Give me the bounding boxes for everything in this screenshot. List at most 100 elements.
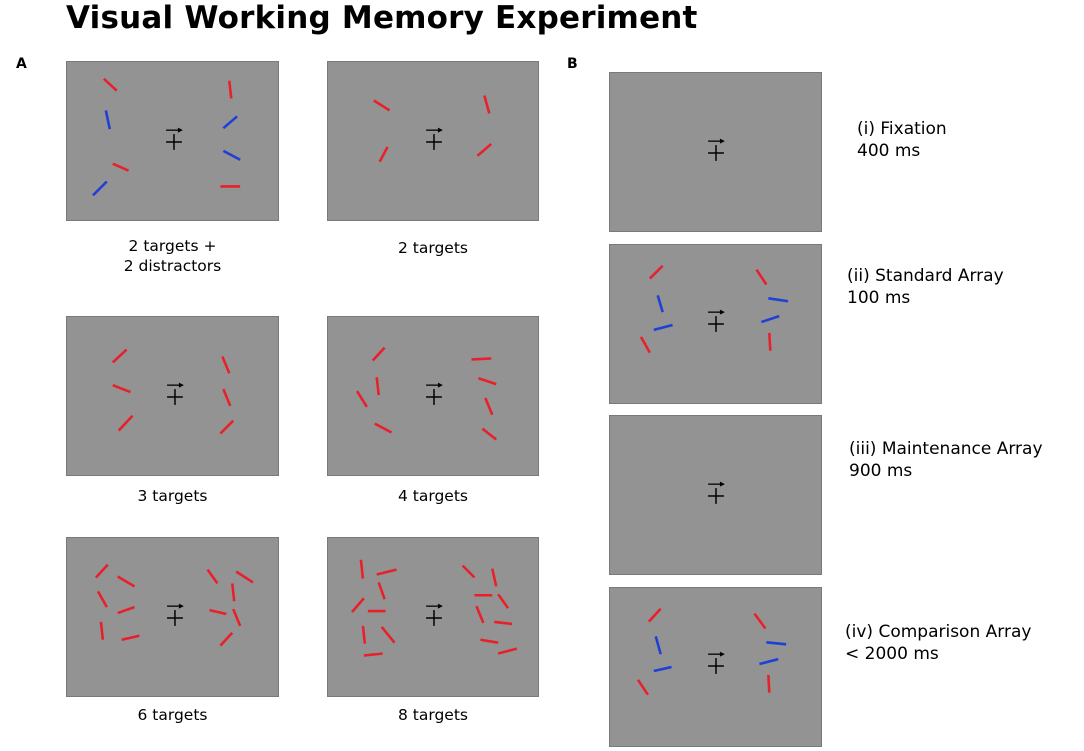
step-name: (iv) Comparison Array xyxy=(845,622,1032,642)
distractor-bar xyxy=(766,641,787,646)
cue-arrow-head-icon xyxy=(178,603,184,609)
panel-b-label: B xyxy=(567,56,578,72)
target-bar xyxy=(373,99,391,112)
target-bar xyxy=(497,593,510,609)
distractor-bar xyxy=(92,180,108,197)
target-bar xyxy=(478,377,497,386)
target-bar xyxy=(228,80,233,99)
target-bar xyxy=(111,348,128,364)
stimulus-svg xyxy=(708,481,725,504)
distractor-bar xyxy=(768,297,789,303)
caption-line: 4 targets xyxy=(398,487,468,505)
step-b4-label: (iv) Comparison Array < 2000 ms xyxy=(845,621,1031,665)
target-bar xyxy=(483,95,491,114)
step-b3-label: (iii) Maintenance Array 900 ms xyxy=(849,438,1043,482)
target-bar xyxy=(767,674,771,693)
stimulus-svg xyxy=(373,95,493,163)
target-bar xyxy=(117,575,136,588)
target-bar xyxy=(363,652,383,657)
screen-a5 xyxy=(66,537,279,697)
figure-title: Visual Working Memory Experiment xyxy=(66,0,698,36)
caption-a4: 4 targets xyxy=(327,486,539,506)
step-duration: 900 ms xyxy=(849,461,913,481)
cue-arrow-head-icon xyxy=(719,481,725,487)
caption-a1: 2 targets + 2 distractors xyxy=(66,236,279,276)
caption-a2: 2 targets xyxy=(327,238,539,258)
target-bar xyxy=(361,625,367,644)
caption-line: 2 targets + xyxy=(128,237,217,255)
target-bar xyxy=(206,568,219,585)
target-bar xyxy=(753,612,767,630)
target-bar xyxy=(219,631,234,647)
target-bar xyxy=(648,264,664,280)
distractor-bar xyxy=(761,314,780,324)
target-bar xyxy=(351,597,365,613)
distractor-bar xyxy=(222,149,241,161)
target-bar xyxy=(378,146,389,163)
target-bar xyxy=(768,332,772,351)
distractor-bar xyxy=(653,665,672,673)
distractor-bar xyxy=(653,323,673,332)
screen-b3 xyxy=(609,415,822,575)
stimulus-svg xyxy=(639,264,789,354)
target-bar xyxy=(99,621,105,640)
target-bar xyxy=(647,607,662,623)
screen-a3 xyxy=(66,316,279,476)
target-bar xyxy=(112,383,131,394)
target-bar xyxy=(221,356,231,374)
caption-a5: 6 targets xyxy=(66,705,279,725)
stimulus-svg xyxy=(95,563,254,647)
stimulus-svg xyxy=(636,607,787,696)
target-bar xyxy=(475,605,485,624)
target-bar xyxy=(95,563,109,579)
cue-arrow-head-icon xyxy=(719,651,725,657)
stimulus-svg xyxy=(708,138,725,161)
stimulus-svg xyxy=(351,559,518,657)
target-bar xyxy=(235,570,254,584)
screen-b2 xyxy=(609,244,822,404)
target-bar xyxy=(117,414,134,432)
target-bar xyxy=(497,647,518,655)
target-bar xyxy=(490,568,498,587)
step-duration: < 2000 ms xyxy=(845,644,939,664)
cue-arrow-head-icon xyxy=(719,309,725,315)
target-bar xyxy=(112,162,130,172)
cue-arrow-head-icon xyxy=(178,382,184,388)
step-duration: 100 ms xyxy=(847,288,911,308)
screen-b4 xyxy=(609,587,822,747)
step-b2-label: (ii) Standard Array 100 ms xyxy=(847,265,1004,309)
target-bar xyxy=(359,559,365,579)
caption-line: 6 targets xyxy=(137,706,208,724)
screen-a1 xyxy=(66,61,279,221)
caption-line: 2 distractors xyxy=(123,257,222,275)
screen-a4 xyxy=(327,316,539,476)
stimulus-svg xyxy=(111,348,235,435)
target-bar xyxy=(232,608,242,627)
caption-line: 8 targets xyxy=(398,706,468,724)
target-bar xyxy=(371,346,386,362)
step-name: (ii) Standard Array xyxy=(847,266,1004,286)
cue-arrow-head-icon xyxy=(719,138,725,144)
target-bar xyxy=(230,583,236,602)
target-bar xyxy=(376,568,397,576)
stimulus-svg xyxy=(92,77,241,197)
target-bar xyxy=(219,419,235,435)
target-bar xyxy=(471,357,492,361)
panel-a-label: A xyxy=(16,56,27,72)
step-b1-label: (i) Fixation 400 ms xyxy=(857,118,947,162)
distractor-bar xyxy=(656,295,664,313)
target-bar xyxy=(636,679,649,696)
distractor-bar xyxy=(759,657,779,666)
target-bar xyxy=(481,427,497,441)
caption-line: 3 targets xyxy=(137,487,208,505)
target-bar xyxy=(96,590,108,608)
target-bar xyxy=(375,377,380,396)
cue-arrow-head-icon xyxy=(437,382,443,388)
target-bar xyxy=(480,638,499,644)
cue-arrow-head-icon xyxy=(437,603,443,609)
target-bar xyxy=(102,77,118,92)
target-bar xyxy=(121,634,140,641)
screen-a2 xyxy=(327,61,539,221)
caption-line: 2 targets xyxy=(398,239,468,257)
target-bar xyxy=(222,388,232,407)
